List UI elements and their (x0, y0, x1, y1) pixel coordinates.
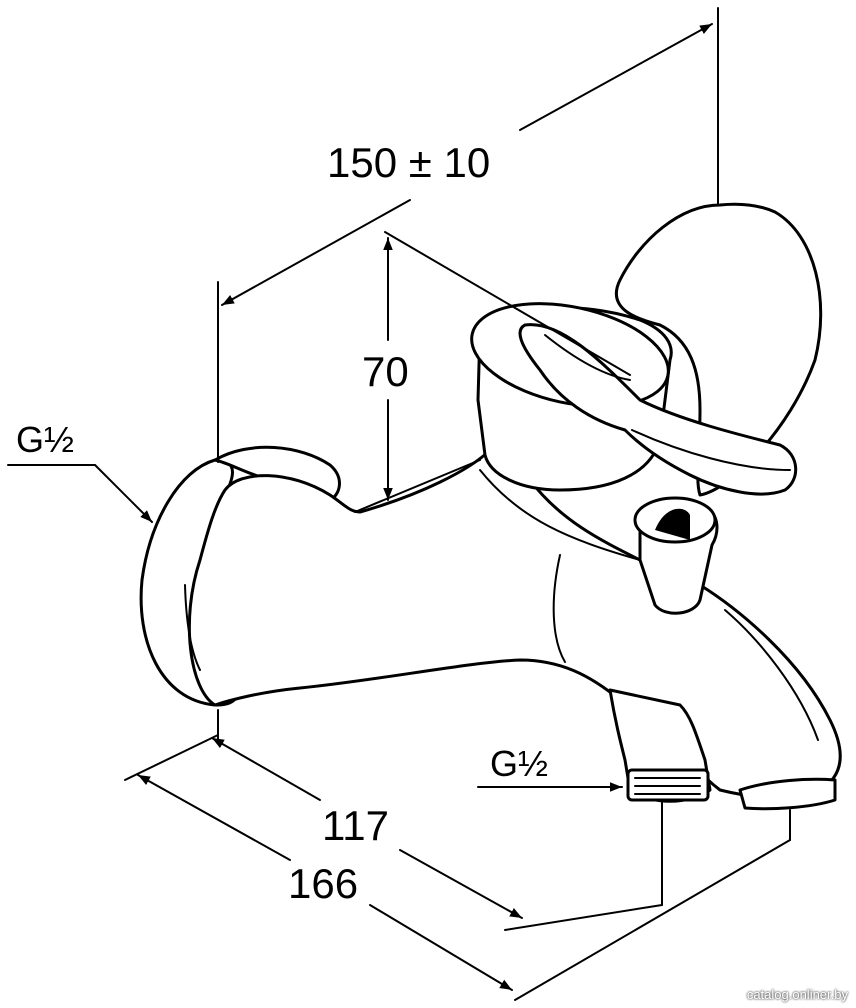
faucet-outline (139, 202, 842, 811)
thread-inlet-label: G½ (16, 419, 74, 460)
dimension-height: 70 (354, 231, 631, 513)
dimension-depth: 117 166 (124, 709, 791, 1001)
dimension-width-label: 150 ± 10 (327, 139, 490, 186)
thread-inlet: G½ (7, 419, 153, 523)
dimension-depth-outer-label: 166 (288, 860, 358, 907)
thread-outlet: G½ (477, 743, 623, 792)
dimension-depth-inner-label: 117 (322, 802, 389, 849)
dimension-height-label: 70 (362, 348, 409, 395)
dimension-width: 150 ± 10 (217, 7, 719, 463)
thread-outlet-label: G½ (490, 743, 548, 784)
watermark: catalog.onliner.by (746, 987, 848, 1002)
